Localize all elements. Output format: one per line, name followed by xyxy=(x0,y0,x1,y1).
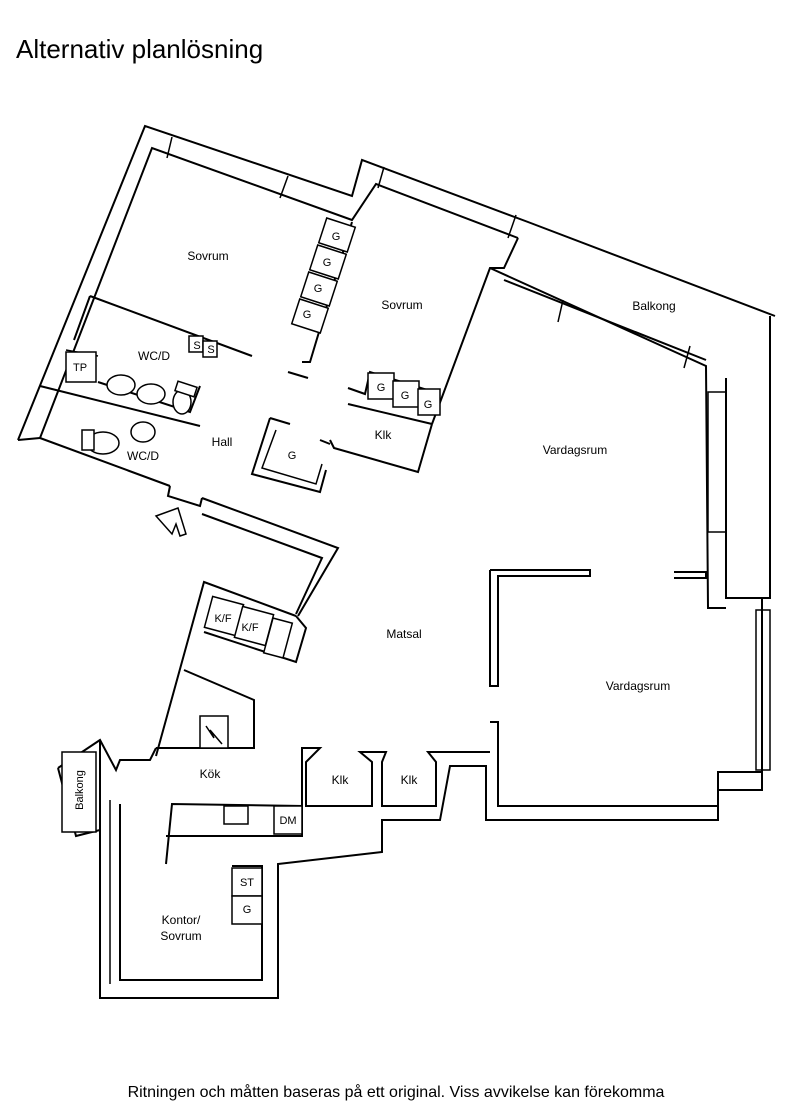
label-vardagsrum-2: Vardagsrum xyxy=(606,679,670,693)
label-wc-d-2: WC/D xyxy=(127,449,159,463)
label-klk-hall: Klk xyxy=(375,428,393,442)
label-wc-d-1: WC/D xyxy=(138,349,170,363)
label-g-4: G xyxy=(303,309,312,321)
label-kok: Kök xyxy=(200,767,222,781)
label-g-6: G xyxy=(401,390,410,402)
label-matsal: Matsal xyxy=(386,627,421,641)
label-g-3: G xyxy=(314,283,323,295)
label-g-5: G xyxy=(377,382,386,394)
kitchen-hood xyxy=(156,669,255,749)
kitchen-fridge-area xyxy=(155,580,308,757)
disclaimer-text: Ritningen och måtten baseras på ett orig… xyxy=(127,1084,665,1101)
bathrooms xyxy=(39,295,253,487)
label-balkong-left: Balkong xyxy=(74,770,86,810)
entrance-corridor xyxy=(154,485,340,617)
label-g-hall: G xyxy=(288,450,297,462)
label-kf-1: K/F xyxy=(214,613,231,625)
page-title: Alternativ planlösning xyxy=(16,34,264,64)
label-kontor-line1: Kontor/ xyxy=(162,913,201,927)
living-room-walls xyxy=(489,267,771,807)
label-g-7: G xyxy=(424,399,433,411)
label-tp: TP xyxy=(73,362,87,374)
hall-wardrobe xyxy=(250,417,331,494)
label-kontor-line2: Sovrum xyxy=(160,929,201,943)
label-klk-1: Klk xyxy=(332,773,350,787)
label-st: ST xyxy=(240,877,254,889)
label-g-kontor: G xyxy=(243,904,252,916)
label-g-2: G xyxy=(323,257,332,269)
label-balkong-top: Balkong xyxy=(632,299,675,313)
bedroom-1-wardrobes xyxy=(287,217,357,379)
label-s-2: S xyxy=(207,344,214,356)
label-s-1: S xyxy=(193,340,200,352)
hall-closet xyxy=(329,403,433,474)
wall-bedroom-wing xyxy=(17,124,776,441)
dining-closets xyxy=(301,747,490,807)
label-vardagsrum-1: Vardagsrum xyxy=(543,443,607,457)
label-dm: DM xyxy=(279,815,296,827)
bedroom-2-wardrobes xyxy=(347,237,519,425)
kitchen-office-walls xyxy=(57,738,762,999)
label-sovrum-1: Sovrum xyxy=(187,249,228,263)
label-sovrum-2: Sovrum xyxy=(381,298,422,312)
label-g-1: G xyxy=(332,231,341,243)
label-kf-2: K/F xyxy=(241,622,258,634)
label-klk-2: Klk xyxy=(401,773,419,787)
label-hall: Hall xyxy=(212,435,233,449)
